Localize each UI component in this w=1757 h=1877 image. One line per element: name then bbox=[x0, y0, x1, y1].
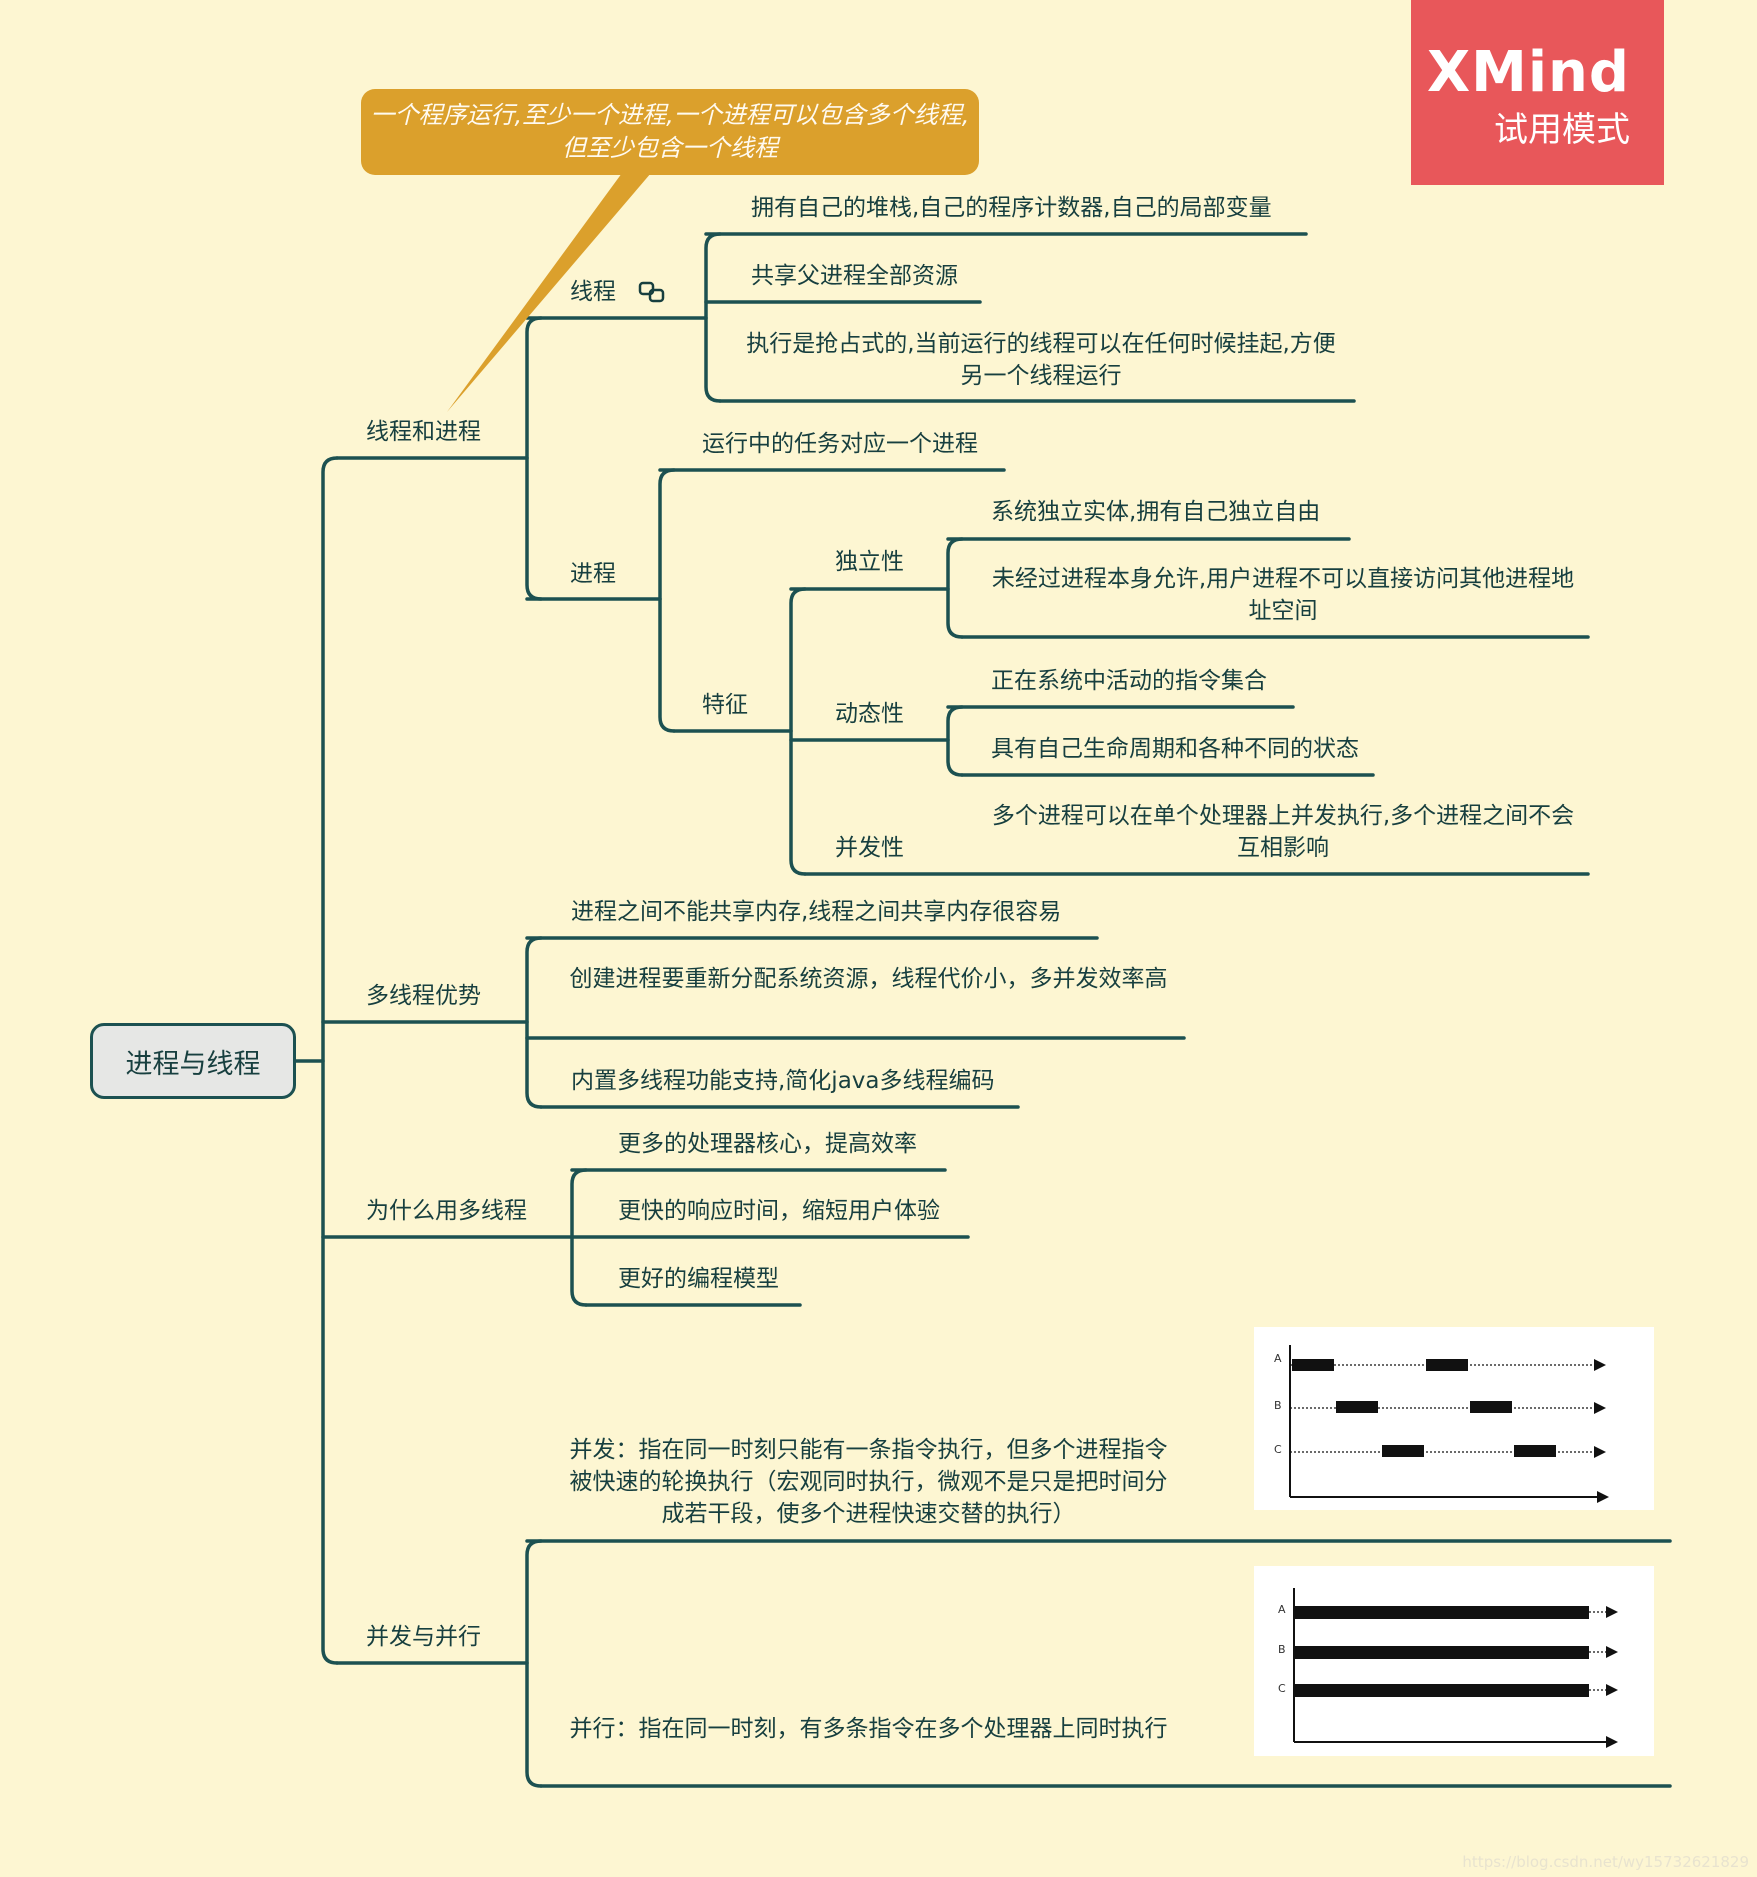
parallel-definition[interactable]: 并行：指在同一时刻，有多条指令在多个处理器上同时执行 bbox=[569, 1716, 1168, 1742]
root-topic[interactable]: 进程与线程 bbox=[90, 1023, 296, 1099]
process-item-task[interactable]: 运行中的任务对应一个进程 bbox=[702, 431, 978, 457]
parallel-row-label-c: C bbox=[1278, 1682, 1286, 1695]
topic-thread[interactable]: 线程 bbox=[570, 279, 616, 305]
parallel-row-label-a: A bbox=[1278, 1603, 1286, 1616]
topic-thread-and-process[interactable]: 线程和进程 bbox=[366, 419, 481, 445]
feature-dynamic[interactable]: 动态性 bbox=[835, 701, 904, 727]
topic-multithread-advantages[interactable]: 多线程优势 bbox=[366, 983, 481, 1009]
concurrency-item-processes[interactable]: 多个进程可以在单个处理器上并发执行,多个进程之间不会互相影响 bbox=[991, 803, 1575, 861]
why-item-more-cores[interactable]: 更多的处理器核心，提高效率 bbox=[618, 1131, 917, 1157]
xmind-trial-badge: XMind 试用模式 bbox=[1411, 0, 1664, 185]
thread-item-share-resources[interactable]: 共享父进程全部资源 bbox=[751, 263, 958, 289]
trial-mode-label: 试用模式 bbox=[1494, 110, 1630, 150]
parallel-row-label-b: B bbox=[1278, 1643, 1286, 1656]
independence-item-address-space[interactable]: 未经过进程本身允许,用户进程不可以直接访问其他进程地址空间 bbox=[991, 566, 1575, 624]
topic-features[interactable]: 特征 bbox=[702, 692, 748, 718]
concurrent-definition[interactable]: 并发：指在同一时刻只能有一条指令执行，但多个进程指令被快速的轮换执行（宏观同时执… bbox=[569, 1437, 1168, 1527]
dynamic-item-instructions[interactable]: 正在系统中活动的指令集合 bbox=[991, 668, 1267, 694]
feature-concurrency[interactable]: 并发性 bbox=[835, 835, 904, 861]
concurrent-row-label-c: C bbox=[1274, 1443, 1282, 1456]
why-item-programming-model[interactable]: 更好的编程模型 bbox=[618, 1266, 779, 1292]
parallel-timeline-image: A B C bbox=[1254, 1566, 1654, 1756]
concurrent-timeline-image: A B C bbox=[1254, 1327, 1654, 1510]
advantage-item-shared-memory[interactable]: 进程之间不能共享内存,线程之间共享内存很容易 bbox=[571, 899, 1062, 925]
topic-process[interactable]: 进程 bbox=[570, 561, 616, 587]
xmind-logo-text: XMind bbox=[1426, 40, 1630, 105]
feature-independence[interactable]: 独立性 bbox=[835, 549, 904, 575]
advantage-item-java-support[interactable]: 内置多线程功能支持,简化java多线程编码 bbox=[571, 1068, 995, 1094]
independence-item-entity[interactable]: 系统独立实体,拥有自己独立自由 bbox=[991, 499, 1321, 525]
why-item-response-time[interactable]: 更快的响应时间，缩短用户体验 bbox=[618, 1198, 940, 1224]
advantage-item-low-cost[interactable]: 创建进程要重新分配系统资源，线程代价小，多并发效率高 bbox=[569, 966, 1168, 992]
topic-concurrency-parallel[interactable]: 并发与并行 bbox=[366, 1624, 481, 1650]
watermark-url: https://blog.csdn.net/wy15732621829 bbox=[1462, 1853, 1749, 1871]
concurrent-row-label-b: B bbox=[1274, 1399, 1282, 1412]
thread-item-stack[interactable]: 拥有自己的堆栈,自己的程序计数器,自己的局部变量 bbox=[751, 195, 1272, 221]
link-icon[interactable] bbox=[638, 280, 666, 304]
thread-item-preemptive[interactable]: 执行是抢占式的,当前运行的线程可以在任何时候挂起,方便另一个线程运行 bbox=[746, 331, 1336, 389]
concurrent-row-label-a: A bbox=[1274, 1352, 1282, 1365]
dynamic-item-lifecycle[interactable]: 具有自己生命周期和各种不同的状态 bbox=[991, 736, 1359, 762]
callout-note[interactable]: 一个程序运行,至少一个进程,一个进程可以包含多个线程,但至少包含一个线程 bbox=[361, 89, 979, 175]
topic-why-multithread[interactable]: 为什么用多线程 bbox=[366, 1198, 527, 1224]
